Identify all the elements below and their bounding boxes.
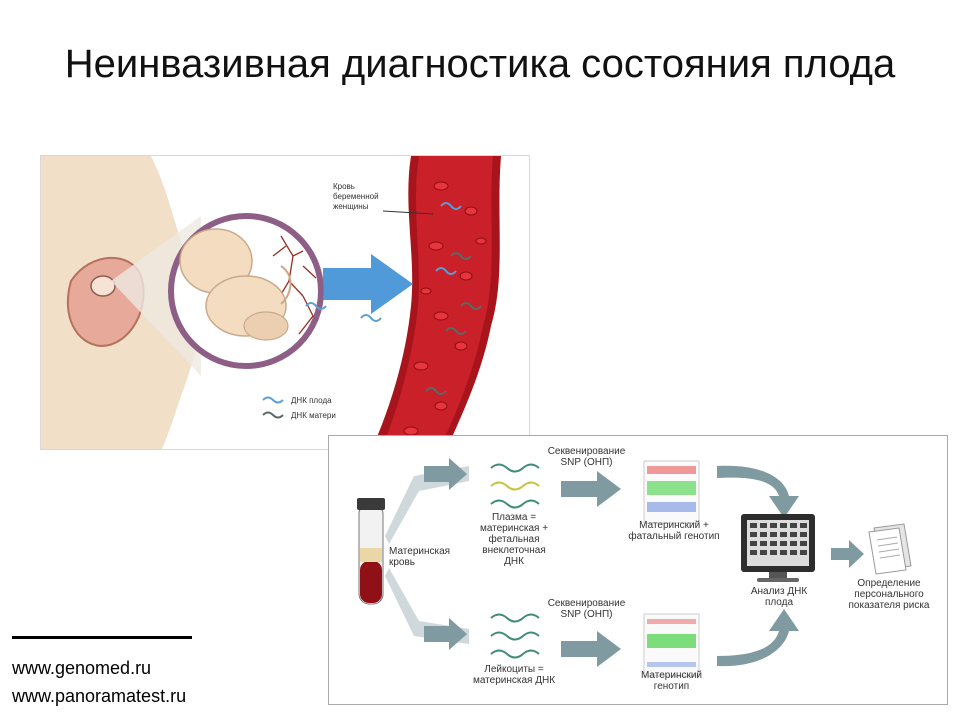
transfer-arrow-icon <box>323 254 413 314</box>
legend-maternal-dna-icon <box>262 411 284 419</box>
dna-strands-bottom-icon <box>490 613 540 659</box>
legend-fetal-dna-icon <box>262 396 284 404</box>
genotype-plot-top-icon <box>643 460 700 524</box>
footer-divider <box>12 636 192 639</box>
test-workflow-diagram: Материнская кровь Секвенирование SNP (ОН… <box>328 435 948 705</box>
dna-strands-top-icon <box>490 463 540 509</box>
sequencing-top-label: Секвенирование SNP (ОНП) <box>547 446 626 468</box>
plasma-label: Плазма = материнская + фетальная внеклет… <box>479 512 549 567</box>
blood-tube-icon <box>357 498 385 605</box>
footer-link-panoramatest[interactable]: www.panoramatest.ru <box>12 686 187 706</box>
blood-vessel-inner-shape <box>381 156 493 449</box>
analysis-label: Анализ ДНК плода <box>750 586 808 608</box>
small-embryo-icon <box>90 275 116 297</box>
dna-fragments-shape <box>425 202 482 395</box>
sequencing-bottom-label: Секвенирование SNP (ОНП) <box>547 598 626 620</box>
risk-result-label: Определение персонального показателя рис… <box>848 578 930 611</box>
illustration-graphic <box>41 156 501 449</box>
report-document-icon <box>868 523 912 575</box>
footer-link-genomed[interactable]: www.genomed.ru <box>12 658 152 678</box>
workflow-graphic <box>357 458 912 677</box>
mother-blood-label: Материнская кровь <box>389 546 451 568</box>
computer-monitor-icon <box>741 514 815 582</box>
free-fetal-dna-shape <box>305 302 382 322</box>
genotype-plot-bottom-icon <box>643 613 700 677</box>
red-blood-cells-shape <box>403 181 487 436</box>
slide-title: Неинвазивная диагностика состояния плода <box>64 42 896 86</box>
genotype-top-label: Материнский + фатальный генотип <box>628 520 720 542</box>
blood-label: Кровь беременной женщины <box>333 182 379 211</box>
legend-label-fetal: ДНК плода <box>291 396 332 405</box>
fetal-dna-illustration: Кровь беременной женщины ДНК плода ДНК м… <box>40 155 530 450</box>
legend-label-maternal: ДНК матери <box>291 411 336 420</box>
genotype-bottom-label: Материнский генотип <box>640 670 703 692</box>
fetus-shape <box>179 228 292 341</box>
leukocytes-label: Лейкоциты = материнская ДНК <box>472 664 556 686</box>
label-pointer-line <box>382 210 434 215</box>
flow-arrows-shape <box>424 458 864 667</box>
